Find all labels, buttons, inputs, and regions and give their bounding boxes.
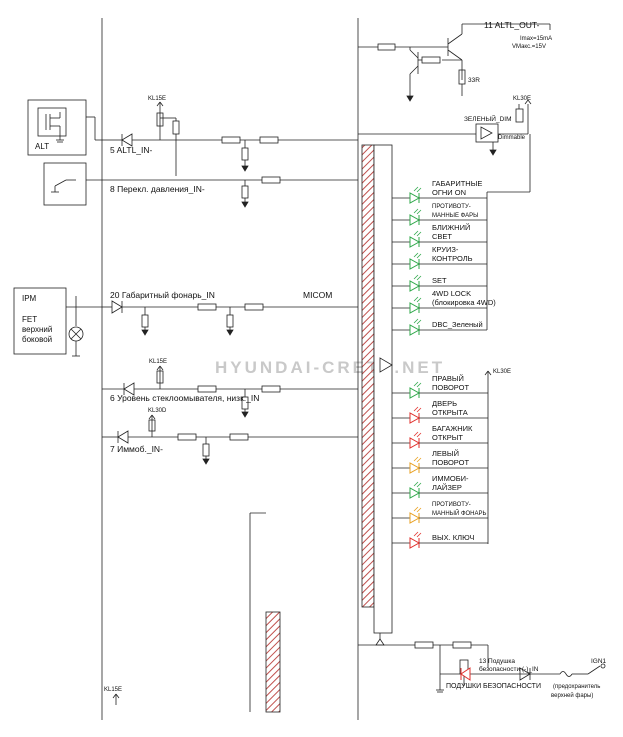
immo-in-label: 7 Иммоб._IN- <box>110 444 163 454</box>
indicator-label-line2: ЛАЙЗЕР <box>432 483 462 492</box>
indicator-label-line2: ПОВОРОТ <box>432 383 469 392</box>
indicator-label-line2: КОНТРОЛЬ <box>432 254 473 263</box>
airbag-lamp-label: ПОДУШКИ БЕЗОПАСНОСТИ <box>446 683 541 690</box>
led-icon <box>409 192 421 204</box>
micom-label: MICOM <box>303 290 332 300</box>
indicator-label-line1: КРУИЗ- <box>432 245 459 254</box>
airbag-led-icon <box>460 667 471 681</box>
kl15e-label-2: KL15E <box>149 359 167 365</box>
indicator-group-bottom: ПРАВЫЙПОВОРОТДВЕРЬОТКРЫТАБАГАЖНИКОТКРЫТЛ… <box>392 374 488 549</box>
indicator-label-line1: SET <box>432 276 447 285</box>
indicator-label-line2: (блокировка 4WD) <box>432 298 496 307</box>
ipm-label: IPM <box>22 294 37 303</box>
indicator-row-top-4: SET <box>392 274 487 292</box>
led-icon <box>409 236 421 248</box>
indicator-label-line1: ВЫХ. КЛЮЧ <box>432 533 474 542</box>
indicator-label-line2: МАННЫЕ ФАРЫ <box>432 213 478 219</box>
zeleny-dim-label: ЗЕЛЕНЫЙ_DIM <box>464 114 512 123</box>
led-icon <box>409 280 421 292</box>
led-icon <box>409 512 421 524</box>
micom-hatched-bar <box>361 144 375 608</box>
indicator-label-line2: СВЕТ <box>432 232 452 241</box>
indicator-label-line1: DBC_Зеленый <box>432 320 483 329</box>
fet-label-2: верхний <box>22 325 52 334</box>
indicator-label-line1: 4WD LOCK <box>432 289 471 298</box>
altl-in-label: 5 ALTL_IN- <box>110 145 153 155</box>
lower-hatched-bar <box>265 611 281 713</box>
kl15e-bottom-label: KL15E <box>104 687 122 693</box>
indicator-label-line1: ПРОТИВОТУ- <box>432 502 471 508</box>
led-icon <box>409 302 421 314</box>
indicator-label-line1: ГАБАРИТНЫЕ <box>432 179 482 188</box>
indicator-label-line1: БАГАЖНИК <box>432 424 473 433</box>
indicator-label-line2: ОТКРЫТ <box>432 433 463 442</box>
fet-label-3: боковой <box>22 335 52 344</box>
indicator-label-line1: ПРАВЫЙ <box>432 374 464 383</box>
tail-in-label: 20 Габаритный фонарь_IN <box>110 290 215 300</box>
kl30e-mid-label: KL30E <box>493 369 511 375</box>
kl30e-top-label: KL30E <box>513 96 531 102</box>
indicator-row-top-3: КРУИЗ-КОНТРОЛЬ <box>392 245 487 270</box>
led-icon <box>409 437 421 449</box>
indicator-label-line1: ЛЕВЫЙ <box>432 449 459 458</box>
indicator-label-line1: БЛИЖНИЙ <box>432 223 470 232</box>
fuse-label-2: верхней фары) <box>551 692 593 699</box>
led-icon <box>409 258 421 270</box>
washer-in-label: 6 Уровень стеклоомывателя, низк._IN <box>110 393 259 403</box>
vmax-label: VМакс.=15V <box>512 44 546 50</box>
indicator-row-top-5: 4WD LOCK(блокировка 4WD) <box>392 289 496 314</box>
lower-block-outline <box>249 512 266 712</box>
indicator-label-line1: ПРОТИВОТУ- <box>432 204 471 210</box>
fuse-label-1: (предохранитель <box>553 684 600 690</box>
fet-label-1: FET <box>22 315 37 324</box>
indicator-label-line1: ДВЕРЬ <box>432 399 457 408</box>
indicator-row-bottom-5: ПРОТИВОТУ-МАННЫЙ ФОНАРЬ <box>392 502 488 524</box>
led-icon <box>409 412 421 424</box>
pressure-in-label: 8 Перекл. давления_IN- <box>110 184 205 194</box>
led-icon <box>409 214 421 226</box>
dimmable-label: Dimmable <box>498 135 526 141</box>
kl30d-label: KL30D <box>148 408 167 414</box>
indicator-label-line2: ОГНИ ON <box>432 188 466 197</box>
led-icon <box>409 537 421 549</box>
indicator-row-top-6: DBC_Зеленый <box>392 318 487 336</box>
watermark-text: HYUNDAI-CRETA.NET <box>215 358 445 377</box>
indicator-label-line2: ПОВОРОТ <box>432 458 469 467</box>
indicator-row-bottom-6: ВЫХ. КЛЮЧ <box>392 531 488 549</box>
indicator-label-line1: ИММОБИ- <box>432 474 469 483</box>
led-icon <box>409 462 421 474</box>
led-icon <box>409 387 421 399</box>
resistor-33r-label: 33R <box>468 77 480 84</box>
kl15e-label-1: KL15E <box>148 96 166 102</box>
ign1-label: IGN1 <box>591 658 607 665</box>
airbag-in-label-1: 13 Подушка <box>479 658 515 665</box>
imax-label: Imax=15mA <box>520 36 552 42</box>
airbag-in-label-2: безопасности (-)_IN <box>479 665 539 673</box>
indicator-row-bottom-4: ИММОБИ-ЛАЙЗЕР <box>392 474 488 499</box>
altl-out-label: 11 ALTL_OUT- <box>484 20 540 30</box>
alt-label: ALT <box>35 142 49 151</box>
led-icon <box>409 324 421 336</box>
indicator-label-line2: МАННЫЙ ФОНАРЬ <box>432 509 487 517</box>
micom-buffer-triangle <box>379 357 393 373</box>
indicator-row-top-1: ПРОТИВОТУ- МАННЫЕ ФАРЫ <box>392 204 487 226</box>
micom-output-block <box>373 144 393 634</box>
indicator-label-line2: ОТКРЫТА <box>432 408 468 417</box>
led-icon <box>409 487 421 499</box>
